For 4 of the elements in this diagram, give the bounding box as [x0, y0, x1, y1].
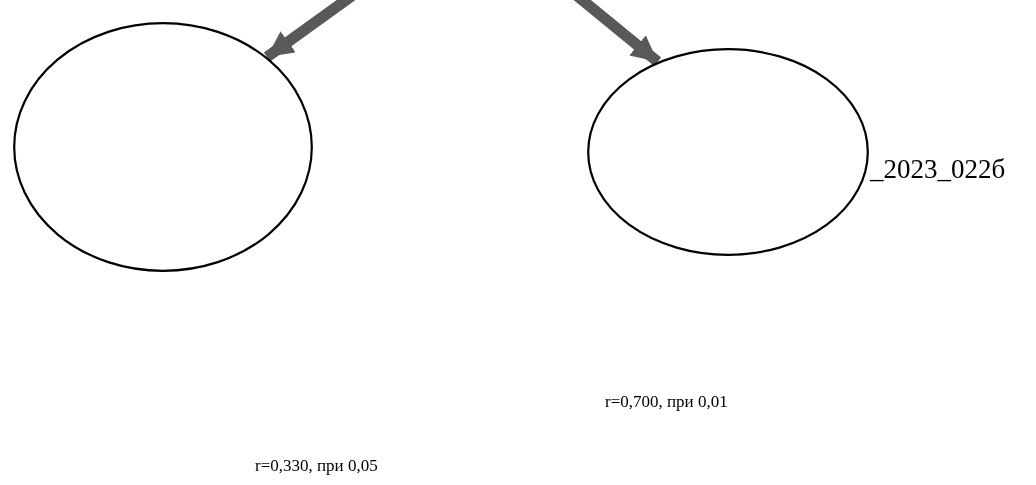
correlation-label: r=0,700, при 0,01	[605, 393, 728, 410]
ellipse-node	[587, 48, 869, 256]
correlation-label: r=0,330, при 0,05	[255, 457, 378, 474]
ellipse-node	[13, 22, 313, 272]
